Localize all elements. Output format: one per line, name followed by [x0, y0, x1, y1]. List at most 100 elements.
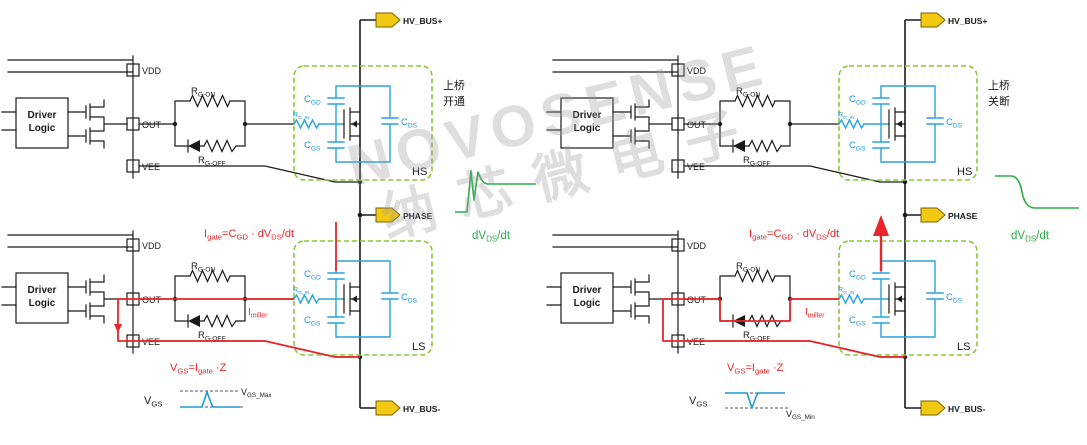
supply-rails-bottom	[1, 230, 134, 354]
driver-logic-box-top	[15, 97, 69, 149]
driver-logic-box-bottom	[560, 272, 614, 324]
hs-label: HS	[412, 166, 427, 178]
rg-on-resistor-top	[734, 94, 776, 108]
rg-on-resistor-bottom	[734, 269, 776, 283]
hs-mosfet-arrow-icon	[351, 120, 357, 128]
junction-dot	[172, 121, 178, 127]
dvdt-waveform	[995, 175, 1079, 209]
pin-out-label-top: OUT	[687, 120, 707, 130]
rg-in-label-top: RG_IN	[838, 112, 855, 121]
rg-off-resistor-top	[748, 139, 782, 153]
vgs-formula: VGS=Igate ·Z	[170, 362, 227, 376]
pin-vee-label-bottom: VEE	[687, 337, 705, 347]
vee-return-top	[683, 165, 906, 183]
rg-on-label-bottom: RG-ON	[191, 261, 215, 274]
rg-in-label-bottom: RG_IN	[293, 287, 310, 296]
pin-vee-label-bottom: VEE	[142, 337, 160, 347]
pin-vdd-label-bottom: VDD	[687, 241, 707, 251]
ls-parasitic-box	[838, 240, 978, 356]
rg-off-label-bottom: RG-OFF	[198, 330, 226, 343]
gate-network-wires-top	[138, 100, 295, 147]
driver-logic-label2-bottom: Logic	[574, 298, 601, 309]
driver-logic-label-bottom: Driver	[28, 285, 57, 296]
ls-label: LS	[412, 341, 425, 353]
rg-on-resistor-top	[189, 94, 231, 108]
phase-flag-icon	[920, 207, 946, 223]
panel-hs-turn-off: VDD OUT VEE VDD OUT VEE Driver Logic Dri…	[546, 12, 1079, 421]
hv-bus-plus-flag-icon	[375, 12, 401, 28]
hs-parasitic-network	[863, 85, 944, 163]
igate-formula: Igate=CGD · dVDS/dt	[204, 228, 294, 242]
rg-on-label-top: RG-ON	[191, 86, 215, 99]
hs-label: HS	[957, 166, 972, 178]
ls-mosfet-arrow-icon	[896, 295, 902, 303]
output-stage-bottom	[612, 274, 673, 324]
red-current-path	[662, 298, 905, 358]
driver-logic-label-bottom: Driver	[573, 285, 602, 296]
dvdt-label: dVDS/dt	[1011, 230, 1050, 244]
pin-vee-label-top: VEE	[687, 162, 705, 172]
cgs-label-top: CGS	[304, 140, 321, 153]
pin-vdd-label-top: VDD	[142, 66, 162, 76]
hs-parasitic-network	[318, 85, 399, 163]
vgs-pulse-waveform	[180, 391, 240, 408]
rg-on-label-bottom: RG-ON	[736, 261, 760, 274]
driver-logic-label2-bottom: Logic	[29, 298, 56, 309]
pin-vdd-label-top: VDD	[687, 66, 707, 76]
hs-mosfet-arrow-icon	[896, 120, 902, 128]
rg-in-resistor-bottom	[293, 293, 320, 305]
junction-dot	[242, 121, 248, 127]
hs-mosfet	[343, 107, 361, 141]
cgd-label-bottom: CGD	[849, 269, 866, 282]
ls-mosfet	[888, 282, 906, 316]
junction-dot	[717, 121, 723, 127]
ls-mosfet-arrow-icon	[351, 295, 357, 303]
bridge-state-line2: 关断	[988, 94, 1010, 108]
pin-vdd-top	[671, 63, 685, 77]
pin-vdd-bottom	[671, 238, 685, 252]
rg-in-label-bottom: RG_IN	[838, 287, 855, 296]
main-bus	[904, 19, 921, 409]
phase-junction-dot	[357, 212, 363, 218]
pin-vdd-bottom	[126, 238, 140, 252]
pin-out-label-bottom: OUT	[687, 295, 707, 305]
pin-vee-label-top: VEE	[142, 162, 160, 172]
ls-label: LS	[957, 341, 970, 353]
pin-out-label-bottom: OUT	[142, 295, 162, 305]
hv-bus-plus-label: HV_BUS+	[403, 16, 442, 26]
rg-off-diode-top	[188, 140, 200, 152]
rg-off-label-top: RG-OFF	[198, 155, 226, 168]
junction-dot	[787, 121, 793, 127]
hv-bus-minus-flag-icon	[920, 400, 946, 416]
vee-return-top	[138, 165, 361, 183]
bridge-state-line1: 上桥	[988, 79, 1010, 92]
imiller-label: Imiller	[805, 307, 825, 320]
cgd-label-bottom: CGD	[304, 269, 321, 282]
hv-bus-minus-label: HV_BUS-	[948, 404, 985, 414]
pin-vdd-label-bottom: VDD	[142, 241, 162, 251]
red-current-path	[117, 298, 360, 358]
hs-parasitic-box	[838, 65, 978, 181]
output-stage-top	[67, 99, 128, 149]
rg-off-resistor-top	[203, 139, 237, 153]
cds-label-bottom: CDS	[401, 292, 418, 305]
bridge-state-line1: 上桥	[443, 79, 465, 92]
output-stage-bottom	[67, 274, 128, 324]
hs-mosfet	[888, 107, 906, 141]
driver-logic-label2-top: Logic	[29, 123, 56, 134]
vgs-axis-label: VGS	[689, 395, 707, 409]
rg-off-diode-top	[733, 140, 745, 152]
rg-in-resistor-top	[293, 118, 320, 130]
imiller-label: Imiller	[248, 307, 268, 320]
cgs-label-bottom: CGS	[304, 315, 321, 328]
pin-out-label-top: OUT	[142, 120, 162, 130]
phase-label: PHASE	[403, 211, 433, 221]
cds-label-top: CDS	[946, 117, 963, 130]
driver-logic-label-top: Driver	[28, 110, 57, 121]
cgs-label-top: CGS	[849, 140, 866, 153]
vgs-peak-label: VGS_Min	[786, 409, 815, 421]
vgs-peak-label: VGS_Max	[241, 387, 272, 399]
cgd-label-top: CGD	[849, 94, 866, 107]
